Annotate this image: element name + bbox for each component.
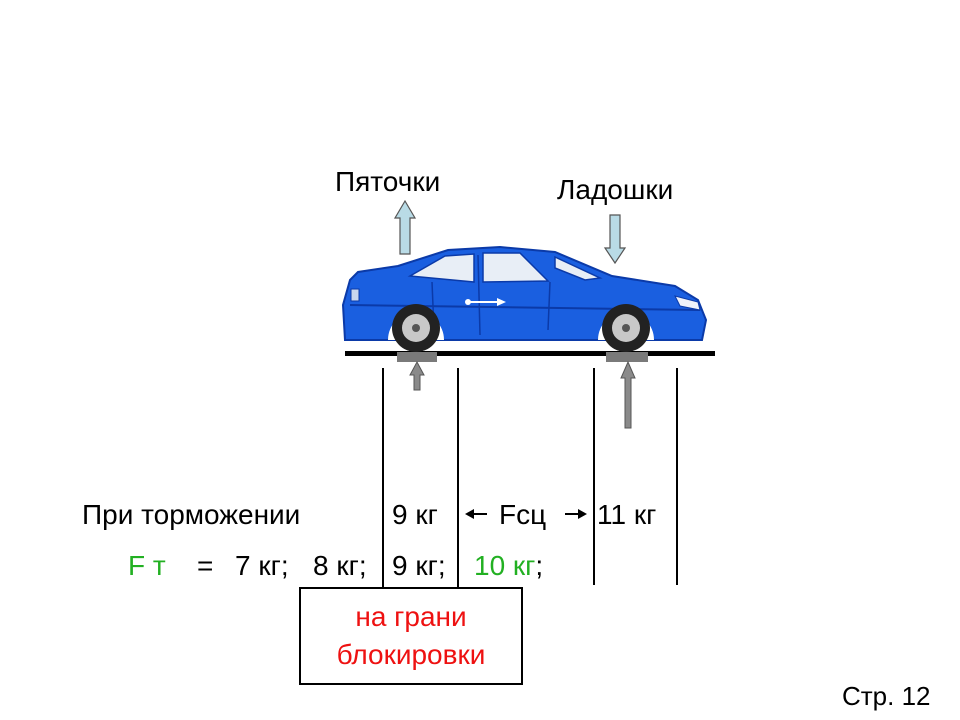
rear-reaction-arrow-icon (620, 360, 636, 429)
ft-value-4-separator: ; (535, 550, 544, 581)
front-wheel (392, 304, 440, 352)
rear-load-value: 11 кг (597, 499, 657, 530)
ft-equals: = (197, 550, 214, 581)
page-number: Стр. 12 (842, 681, 931, 711)
label-palms: Ладошки (557, 174, 674, 205)
front-wheel-pad (397, 352, 437, 362)
car-head-light (674, 295, 701, 311)
car-door-line-3 (547, 281, 551, 331)
ft-value-2: 8 кг; (313, 550, 367, 581)
friction-arrow-left-icon (465, 509, 474, 519)
car-window-rear (482, 252, 550, 283)
up-arrow-icon (393, 199, 417, 255)
ft-value-4: 10 кг; (474, 550, 543, 582)
friction-arrow-right-icon (578, 509, 587, 519)
car-windshield (554, 255, 603, 281)
ft-value-4-num: 10 кг (474, 550, 536, 581)
car-window-front (407, 253, 475, 283)
front-load-value: 9 кг (392, 499, 438, 530)
center-of-mass-dot (465, 299, 471, 305)
car (341, 245, 708, 352)
note-line-1: на грани (355, 601, 467, 632)
rear-wheel-pad (606, 352, 648, 362)
blocking-note-box: на грани блокировки (299, 587, 523, 685)
braking-caption: При торможении (82, 499, 301, 530)
note-line-2: блокировки (336, 639, 486, 670)
ft-symbol: F т (128, 550, 166, 581)
car-tail-light (350, 288, 360, 302)
car-door-line-1 (477, 254, 481, 336)
force-label: Fсц (499, 499, 547, 530)
front-reaction-arrow-icon (409, 360, 425, 391)
label-heels: Пяточки (335, 166, 441, 197)
down-arrow-icon (603, 214, 627, 265)
ft-value-3: 9 кг; (392, 550, 446, 581)
ground-line (345, 351, 715, 356)
rear-wheel (602, 304, 650, 352)
ft-value-1: 7 кг; (235, 550, 289, 581)
inertia-arrow-head (497, 298, 506, 306)
